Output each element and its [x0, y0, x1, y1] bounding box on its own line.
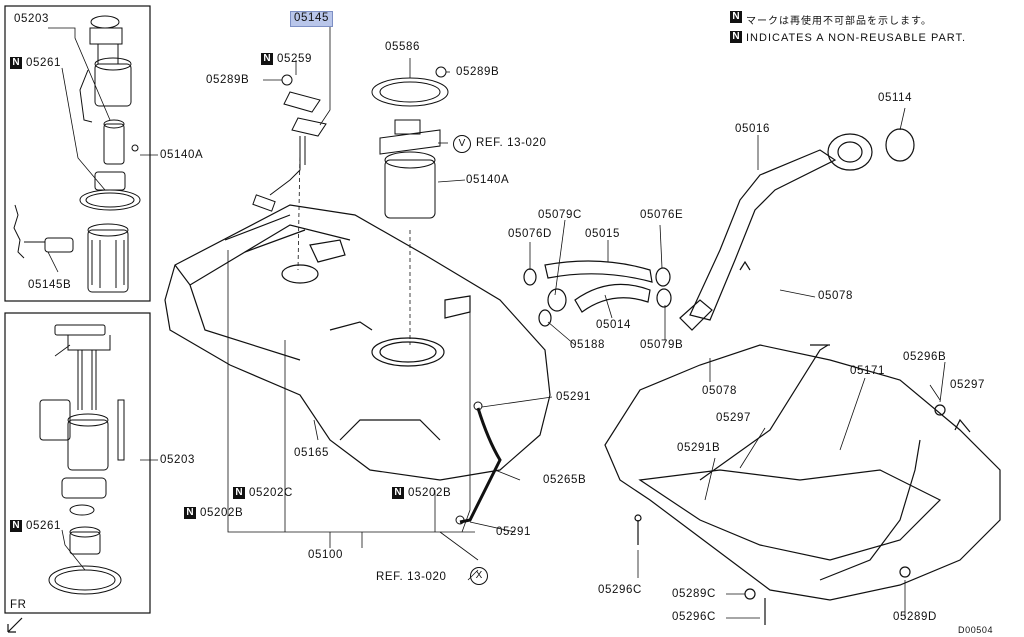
fuel-pump-module-drawing	[371, 66, 449, 219]
part-label-05145b[interactable]: 05145B	[28, 279, 72, 291]
ref-label-x[interactable]: REF. 13-020	[376, 571, 447, 583]
part-label-05202c[interactable]: 05202C	[249, 487, 293, 499]
inset-box-top	[4, 5, 151, 302]
part-label-05261-bottom[interactable]: 05261	[26, 520, 61, 532]
part-label-05076d[interactable]: 05076D	[508, 228, 552, 240]
fuel-tank-drawing	[164, 204, 551, 481]
leader-lines	[47, 23, 946, 619]
non-reusable-icon: N	[730, 11, 742, 23]
part-label-05079c[interactable]: 05079C	[538, 209, 582, 221]
non-reusable-icon: N	[261, 53, 273, 65]
part-label-05289c[interactable]: 05289C	[672, 588, 716, 600]
part-label-05291-bottom[interactable]: 05291	[496, 526, 531, 538]
part-label-05259[interactable]: 05259	[277, 53, 312, 65]
breather-hose-drawing	[459, 407, 502, 524]
inset-box-bottom	[4, 312, 151, 614]
part-label-05289b-left[interactable]: 05289B	[206, 74, 250, 86]
part-label-05076e[interactable]: 05076E	[640, 209, 684, 221]
part-label-05296c-bottom[interactable]: 05296C	[672, 611, 716, 623]
non-reusable-icon: N	[233, 487, 245, 499]
front-arrow	[7, 617, 23, 633]
ref-label-v[interactable]: REF. 13-020	[476, 137, 547, 149]
part-label-05114[interactable]: 05114	[878, 92, 913, 104]
part-label-05016[interactable]: 05016	[735, 123, 770, 135]
part-label-05261-top[interactable]: 05261	[26, 57, 61, 69]
non-reusable-icon: N	[10, 520, 22, 532]
part-label-05145[interactable]: 05145	[290, 11, 333, 27]
legend-note-en: INDICATES A NON-REUSABLE PART.	[746, 32, 967, 44]
tank-protector-drawing	[604, 344, 1001, 625]
part-label-05078-right[interactable]: 05078	[818, 290, 853, 302]
part-label-05202b-left[interactable]: 05202B	[200, 507, 244, 519]
part-label-05165[interactable]: 05165	[294, 447, 329, 459]
part-label-05015[interactable]: 05015	[585, 228, 620, 240]
front-direction-label: FR	[10, 599, 27, 611]
part-label-05297-mid[interactable]: 05297	[716, 412, 751, 424]
pump-module-bottom-drawing	[39, 324, 125, 595]
part-label-05289b-right[interactable]: 05289B	[456, 66, 500, 78]
part-label-05203-mid[interactable]: 05203	[160, 454, 195, 466]
part-label-05586[interactable]: 05586	[385, 41, 420, 53]
part-label-05289d[interactable]: 05289D	[893, 611, 937, 623]
part-label-05171[interactable]: 05171	[850, 365, 885, 377]
part-label-05079b[interactable]: 05079B	[640, 339, 684, 351]
non-reusable-icon: N	[392, 487, 404, 499]
ref-mark-x: X	[470, 567, 488, 585]
drawing-id: D00504	[958, 625, 994, 635]
part-label-05291b[interactable]: 05291B	[677, 442, 721, 454]
ref-mark-v: V	[453, 135, 471, 153]
legend-note-jp: マークは再使用不可部品を示します。	[746, 16, 932, 27]
fuel-sender-drawing	[252, 74, 327, 212]
part-label-05291-top[interactable]: 05291	[556, 391, 591, 403]
part-label-05078-low[interactable]: 05078	[702, 385, 737, 397]
part-label-05202b-right[interactable]: 05202B	[408, 487, 452, 499]
part-label-05140a-left[interactable]: 05140A	[160, 149, 204, 161]
part-label-05100[interactable]: 05100	[308, 549, 343, 561]
non-reusable-icon: N	[730, 31, 742, 43]
filler-hoses-drawing	[523, 260, 672, 327]
part-label-05014[interactable]: 05014	[596, 319, 631, 331]
filler-neck-drawing	[679, 128, 915, 331]
part-label-05203-top[interactable]: 05203	[14, 13, 49, 25]
part-label-05188[interactable]: 05188	[570, 339, 605, 351]
part-label-05140a-mid[interactable]: 05140A	[466, 174, 510, 186]
part-label-05297-right[interactable]: 05297	[950, 379, 985, 391]
part-label-05265b[interactable]: 05265B	[543, 474, 587, 486]
pump-module-top-drawing	[13, 15, 141, 293]
non-reusable-icon: N	[10, 57, 22, 69]
part-label-05296c-left[interactable]: 05296C	[598, 584, 642, 596]
part-label-05296b[interactable]: 05296B	[903, 351, 947, 363]
non-reusable-icon: N	[184, 507, 196, 519]
